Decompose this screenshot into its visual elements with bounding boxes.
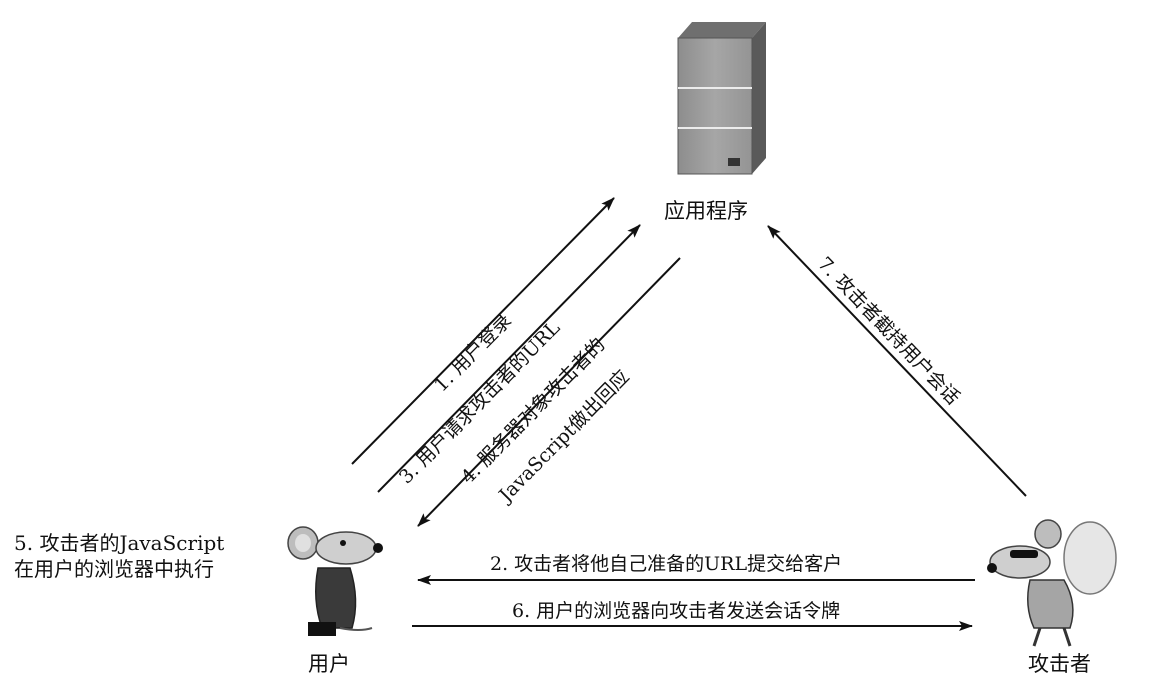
user-label: 用户 bbox=[308, 652, 350, 676]
step-2-label: 2. 攻击者将他自己准备的URL提交给客户 bbox=[490, 553, 843, 575]
server-label: 应用程序 bbox=[664, 199, 748, 223]
arrow-7-hijack-session bbox=[767, 225, 1027, 497]
step-5-note: 5. 攻击者的JavaScript 在用户的浏览器中执行 bbox=[14, 530, 224, 582]
step-5-note-line1: 5. 攻击者的JavaScript bbox=[14, 531, 225, 555]
arrow-1-user-login bbox=[351, 197, 615, 465]
step-5-note-line2: 在用户的浏览器中执行 bbox=[14, 557, 214, 581]
attacker-label: 攻击者 bbox=[1028, 652, 1091, 676]
arrow-3-request-url bbox=[377, 224, 641, 493]
server-icon bbox=[677, 22, 766, 175]
step-6-label: 6. 用户的浏览器向攻击者发送会话令牌 bbox=[512, 600, 841, 622]
mouse-attacker-icon bbox=[987, 519, 1117, 647]
arrow-4-server-response bbox=[417, 257, 681, 527]
mouse-user-icon bbox=[287, 526, 383, 636]
